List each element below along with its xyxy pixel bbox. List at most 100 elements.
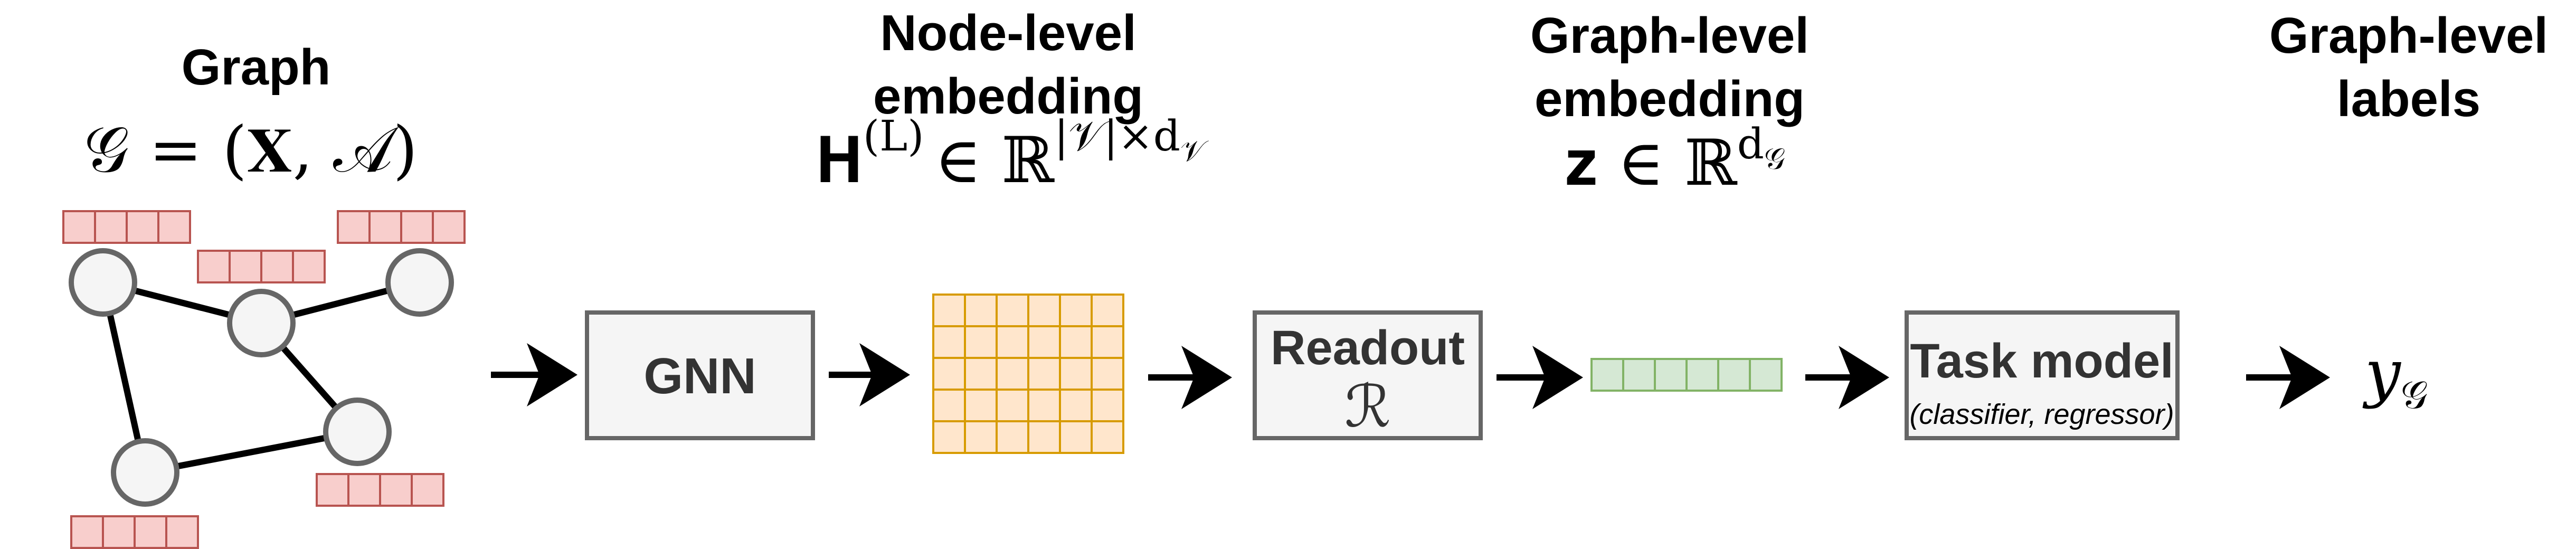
task-model-box: Task model (classifier, regressor)	[1905, 310, 2180, 440]
graph-level-title-line1: Graph-level	[1530, 7, 1809, 64]
matrix-cell	[1059, 420, 1093, 454]
node-feature-vector	[70, 515, 199, 549]
graph-node	[227, 289, 296, 357]
matrix-cell	[932, 389, 966, 422]
feature-cell	[134, 515, 167, 549]
readout-box: Readout ℛ	[1253, 310, 1483, 440]
gnn-box: GNN	[585, 310, 815, 440]
node-level-formula-base: 𝐇	[816, 124, 863, 197]
matrix-cell	[996, 357, 1029, 391]
feature-cell	[432, 210, 466, 244]
graph-level-title-line2: embedding	[1535, 71, 1805, 127]
gnn-label: GNN	[643, 348, 756, 404]
graph-embedding-vector	[1590, 358, 1783, 392]
graph-title: Graph	[182, 39, 331, 96]
graph-level-formula-sup: d	[1737, 119, 1764, 168]
matrix-cell	[964, 389, 998, 422]
matrix-cell	[1027, 325, 1061, 359]
matrix-cell	[1091, 389, 1124, 422]
task-model-label: Task model	[1910, 334, 2173, 388]
matrix-cell	[1027, 294, 1061, 327]
graph-node	[111, 438, 179, 507]
matrix-cell	[1091, 420, 1124, 454]
feature-cell	[102, 515, 136, 549]
matrix-cell	[1027, 389, 1061, 422]
graph-level-formula-sup-sub: 𝒢	[1764, 142, 1785, 176]
matrix-cell	[1059, 294, 1093, 327]
vector-cell	[1622, 358, 1656, 392]
matrix-cell	[964, 357, 998, 391]
node-feature-vector	[62, 210, 191, 244]
node-feature-vector	[316, 473, 444, 507]
graph-nodes	[69, 248, 454, 507]
graph-edge	[144, 429, 358, 476]
matrix-cell	[1091, 357, 1124, 391]
readout-label: Readout	[1271, 321, 1465, 375]
feature-cell	[337, 210, 371, 244]
matrix-cell	[1091, 325, 1124, 359]
readout-symbol: ℛ	[1344, 373, 1391, 440]
task-model-sublabel: (classifier, regressor)	[1909, 399, 2174, 430]
feature-cell	[292, 250, 326, 283]
feature-cell	[260, 250, 294, 283]
feature-cell	[157, 210, 191, 244]
matrix-cell	[1059, 325, 1093, 359]
vector-cell	[1749, 358, 1783, 392]
node-level-formula: 𝐇(L)∈ ℝ|𝒱|×d𝒱	[816, 111, 1209, 197]
feature-cell	[379, 473, 413, 507]
labels-symbol: y𝒢	[2362, 337, 2428, 417]
feature-cell	[316, 473, 349, 507]
feature-cell	[62, 210, 96, 244]
feature-cell	[70, 515, 104, 549]
matrix-cell	[996, 389, 1029, 422]
labels-title-line1: Graph-level	[2269, 7, 2548, 64]
matrix-cell	[932, 420, 966, 454]
node-level-formula-rest: ∈ ℝ	[934, 124, 1055, 197]
node-feature-vectors	[62, 210, 466, 549]
vector-cell	[1590, 358, 1624, 392]
matrix-cell	[1059, 389, 1093, 422]
node-embedding-matrix	[932, 294, 1124, 454]
node-level-title-line1: Node-level	[880, 5, 1136, 61]
node-level-formula-rest-sup-sub: 𝒱	[1180, 134, 1209, 168]
node-level-title-line2: embedding	[873, 68, 1143, 125]
matrix-cell	[964, 294, 998, 327]
matrix-cell	[964, 325, 998, 359]
feature-cell	[229, 250, 262, 283]
feature-cell	[400, 210, 434, 244]
node-feature-vector	[337, 210, 466, 244]
matrix-cell	[1027, 357, 1061, 391]
labels-title-line2: labels	[2337, 71, 2480, 127]
graph-formula: 𝒢 = (𝐗, 𝒜)	[84, 113, 418, 187]
matrix-cell	[1059, 357, 1093, 391]
feature-cell	[347, 473, 381, 507]
feature-cell	[126, 210, 159, 244]
matrix-cell	[964, 420, 998, 454]
matrix-cell	[932, 357, 966, 391]
graph-node	[323, 397, 392, 466]
feature-cell	[165, 515, 199, 549]
vector-cell	[1654, 358, 1688, 392]
feature-cell	[411, 473, 444, 507]
labels-symbol-sub: 𝒢	[2401, 373, 2428, 417]
feature-cell	[94, 210, 128, 244]
node-level-formula-rest-sup: |𝒱|×d	[1054, 111, 1180, 160]
graph-level-formula: 𝐳 ∈ ℝd𝒢	[1565, 119, 1785, 200]
matrix-cell	[996, 294, 1029, 327]
labels-symbol-base: y	[2362, 337, 2402, 410]
matrix-cell	[1091, 294, 1124, 327]
node-feature-vector	[197, 250, 326, 283]
matrix-cell	[932, 294, 966, 327]
matrix-cell	[996, 420, 1029, 454]
graph-level-formula-base: 𝐳 ∈ ℝ	[1565, 127, 1738, 200]
graph-node	[385, 248, 454, 317]
graph-node	[69, 248, 137, 317]
matrix-cell	[1027, 420, 1061, 454]
feature-cell	[197, 250, 231, 283]
feature-cell	[368, 210, 402, 244]
vector-cell	[1685, 358, 1719, 392]
node-level-formula-sup: (L)	[863, 111, 924, 160]
matrix-cell	[996, 325, 1029, 359]
matrix-cell	[932, 325, 966, 359]
